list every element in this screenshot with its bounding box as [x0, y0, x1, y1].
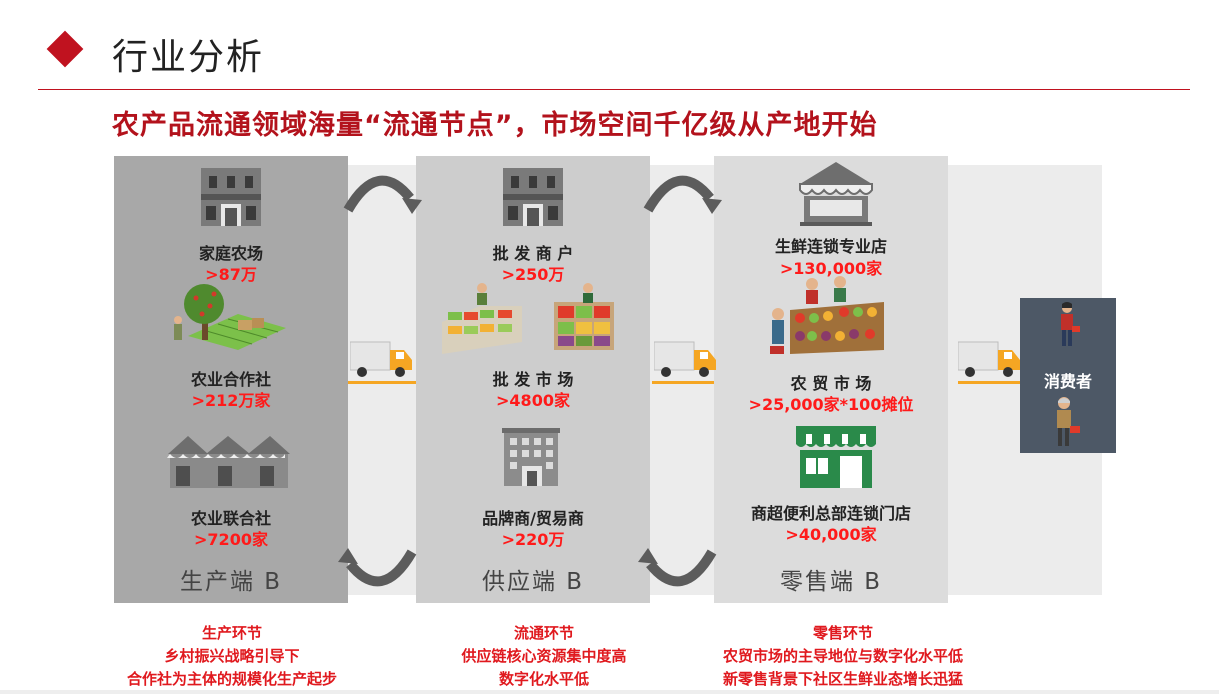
- retail-column-title: 零售端 B: [779, 569, 883, 595]
- production-footer-line2: 合作社为主体的规模化生产起步: [126, 670, 337, 688]
- production-item-3-value: >7200家: [194, 530, 268, 549]
- production-column-title: 生产端 B: [179, 569, 283, 595]
- orchard-icon: [174, 284, 286, 350]
- office-building-icon: [502, 428, 560, 486]
- retail-footer-line1: 农贸市场的主导地位与数字化水平低: [722, 647, 963, 665]
- cycle-arrow-icon: [643, 175, 722, 214]
- building-icon: [503, 168, 563, 226]
- road-line: [348, 381, 416, 384]
- cycle-arrow-icon: [338, 548, 417, 587]
- supply-column-title: 供应端 B: [481, 569, 585, 595]
- produce-stall-icon: [442, 283, 614, 354]
- market-stall-icon: [770, 276, 884, 354]
- production-footer: 生产环节 乡村振兴战略引导下 合作社为主体的规模化生产起步: [100, 622, 364, 691]
- supply-item-3-label: 品牌商/贸易商: [482, 509, 584, 528]
- cycle-arrow-icon: [343, 175, 422, 214]
- production-item-1-label: 家庭农场: [198, 244, 263, 263]
- retail-column: [714, 156, 948, 603]
- retail-item-2-value: >25,000家*100摊位: [748, 395, 914, 414]
- person-icon: [1061, 302, 1080, 346]
- supply-footer-line1: 供应链核心资源集中度高: [461, 647, 627, 665]
- building-icon: [201, 168, 261, 226]
- title-diamond-icon: [46, 30, 84, 68]
- supply-item-2-label: 批 发 市 场: [492, 370, 574, 389]
- production-footer-title: 生产环节: [201, 624, 262, 642]
- consumer-label: 消费者: [1043, 372, 1092, 391]
- production-item-3-label: 农业联合社: [190, 509, 271, 528]
- supply-column: [416, 156, 650, 603]
- page-subtitle: 农产品流通领域海量“流通节点”，市场空间千亿级从产地开始: [112, 110, 878, 141]
- bottom-divider: [0, 690, 1219, 694]
- retail-item-3-value: >40,000家: [785, 525, 877, 544]
- cycle-arrow-icon: [638, 548, 717, 587]
- supply-item-2-value: >4800家: [496, 391, 570, 410]
- page-title: 行业分析: [112, 37, 265, 78]
- production-item-2-label: 农业合作社: [190, 370, 271, 389]
- retail-item-2-label: 农 贸 市 场: [790, 374, 872, 393]
- truck-icon: [350, 341, 412, 377]
- supply-footer-line2: 数字化水平低: [498, 670, 589, 688]
- retail-footer: 零售环节 农贸市场的主导地位与数字化水平低 新零售背景下社区生鲜业态增长迅猛: [688, 622, 998, 691]
- supply-item-1-label: 批 发 商 户: [492, 244, 574, 263]
- retail-item-3-label: 商超便利总部连锁门店: [750, 504, 911, 523]
- supply-footer-title: 流通环节: [513, 624, 574, 642]
- retail-item-1-label: 生鲜连锁专业店: [774, 237, 887, 256]
- road-line: [652, 381, 714, 384]
- road-line: [958, 381, 1020, 384]
- retail-footer-title: 零售环节: [812, 624, 873, 642]
- truck-icon: [654, 341, 716, 377]
- person-icon: [1057, 397, 1080, 446]
- supply-footer: 流通环节 供应链核心资源集中度高 数字化水平低: [412, 622, 676, 691]
- store-awning-icon: [799, 162, 873, 226]
- truck-icon: [958, 341, 1020, 377]
- retail-item-1-value: >130,000家: [779, 259, 883, 278]
- production-column: [114, 156, 348, 603]
- supply-item-1-value: >250万: [501, 265, 565, 284]
- production-item-1-value: >87万: [205, 265, 257, 284]
- title-divider: [38, 89, 1190, 90]
- supply-item-3-value: >220万: [501, 530, 565, 549]
- production-item-2-value: >212万家: [191, 391, 271, 410]
- retail-footer-line2: 新零售背景下社区生鲜业态增长迅猛: [722, 670, 963, 688]
- shop-front-icon: [796, 426, 876, 488]
- tents-icon: [167, 436, 290, 488]
- production-footer-line1: 乡村振兴战略引导下: [164, 647, 300, 665]
